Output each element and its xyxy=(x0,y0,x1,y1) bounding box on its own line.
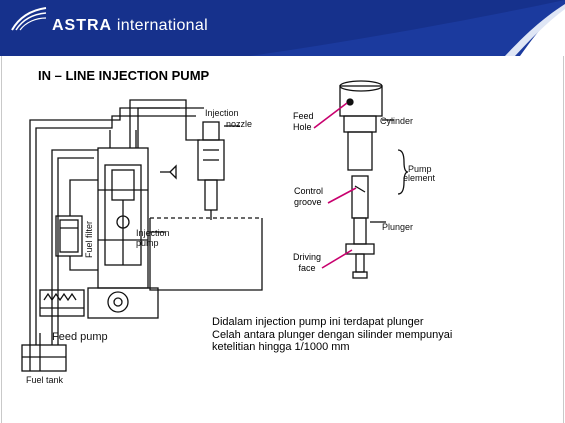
label-cylinder: Cylinder xyxy=(380,116,413,126)
label-plunger: Plunger xyxy=(382,222,413,232)
header-banner: ASTRA international xyxy=(0,0,565,56)
label-nozzle: nozzle xyxy=(226,119,252,129)
brand-light: international xyxy=(116,17,208,34)
page-title: IN – LINE INJECTION PUMP xyxy=(38,68,210,83)
brand-bold: ASTRA xyxy=(52,17,113,34)
description-line-2: Celah antara plunger dengan silinder mem… xyxy=(212,328,453,341)
description-line-3: ketelitian hingga 1/1000 mm xyxy=(212,341,350,353)
label-element: element xyxy=(403,173,436,183)
callout-feed-hole-line1: Feed xyxy=(293,111,314,121)
label-injection-pump-2: pump xyxy=(136,238,159,248)
description-line-1: Didalam injection pump ini terdapat plun… xyxy=(212,316,424,328)
callout-control-groove: Control groove xyxy=(294,186,323,208)
label-fuel-filter: Fuel filter xyxy=(84,221,94,258)
callout-driving-face-line2: face xyxy=(298,263,316,273)
label-feed-pump: Feed pump xyxy=(52,331,108,343)
label-injection: Injection xyxy=(205,108,239,118)
callout-feed-hole: Feed Hole xyxy=(293,111,314,133)
callout-driving-face-line1: Driving xyxy=(292,252,321,262)
right-border xyxy=(563,56,564,423)
brand-name: ASTRA international xyxy=(52,17,208,35)
callout-driving-face: Driving face xyxy=(289,252,325,274)
left-border xyxy=(1,56,2,423)
swoosh-decoration xyxy=(250,0,565,56)
astra-logo-icon xyxy=(11,7,47,31)
callout-control-groove-line2: groove xyxy=(294,197,322,207)
callout-control-groove-line1: Control xyxy=(294,186,324,196)
label-fuel-tank: Fuel tank xyxy=(26,375,64,385)
label-injection-pump-1: Injection xyxy=(136,228,170,238)
label-pump: Pump xyxy=(408,164,432,174)
callout-feed-hole-line2: Hole xyxy=(293,122,312,132)
description-text: Didalam injection pump ini terdapat plun… xyxy=(212,316,542,354)
